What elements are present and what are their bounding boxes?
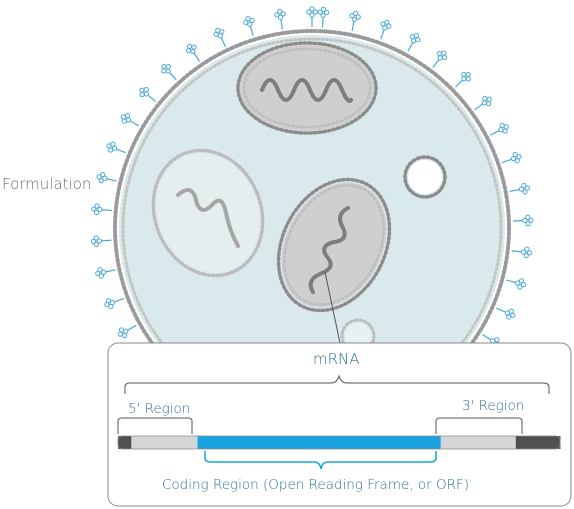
surface-protein [512, 214, 534, 227]
surface-protein [120, 113, 140, 127]
surface-protein [185, 43, 201, 62]
vesicle-left [151, 148, 265, 278]
surface-protein [407, 32, 421, 52]
small-vesicle [403, 155, 447, 199]
surface-protein [496, 307, 516, 320]
strand-outline [117, 435, 561, 450]
strand-segment-tail [515, 436, 561, 449]
region5-bracket [117, 417, 193, 434]
region-3-label: 3' Region [462, 398, 525, 414]
region3-bracket [435, 417, 523, 434]
surface-protein [482, 334, 501, 343]
surface-protein [90, 235, 112, 247]
surface-protein [474, 95, 492, 111]
surface-protein [139, 86, 157, 102]
surface-protein [317, 6, 330, 28]
vesicle-top [236, 41, 378, 135]
surface-protein [511, 246, 533, 259]
surface-proteins [90, 6, 534, 343]
coding-region-label: Coding Region (Open Reading Frame, or OR… [162, 477, 470, 493]
surface-protein [213, 27, 227, 47]
surface-protein [380, 19, 392, 40]
mrna-bracket [124, 374, 550, 394]
mrna-strand-bar [117, 435, 561, 450]
surface-protein [96, 171, 117, 184]
surface-protein [509, 182, 530, 195]
partial-vesicle [340, 318, 376, 343]
formulation-label: Formulation [2, 175, 92, 193]
coding-bracket [204, 451, 437, 470]
surface-protein [161, 63, 177, 81]
surface-protein [490, 122, 509, 136]
strand-segment-utr-5 [131, 436, 199, 449]
callout-line [324, 271, 341, 344]
mrna-strand-top [260, 78, 353, 103]
surface-protein [106, 141, 126, 154]
surface-protein [117, 324, 137, 339]
surface-protein [104, 297, 124, 310]
lipid-nanoparticle [90, 6, 534, 343]
mrna-title: mRNA [313, 350, 360, 368]
strand-segment-utr-3 [440, 436, 517, 449]
mrna-detail-box [107, 342, 572, 507]
surface-protein [349, 10, 361, 32]
surface-protein [95, 267, 116, 279]
vesicle-center [276, 177, 392, 313]
surface-protein [501, 152, 522, 164]
region-5-label: 5' Region [128, 401, 191, 417]
surface-protein [91, 203, 112, 215]
outer-membrane-inner [121, 37, 503, 343]
strand-segment-coding [197, 436, 442, 449]
surface-protein [505, 278, 527, 290]
surface-protein [432, 50, 448, 68]
outer-membrane-dots [113, 29, 511, 343]
mrna-strand-left [176, 188, 240, 248]
surface-protein [243, 15, 255, 36]
surface-protein [454, 71, 471, 88]
strand-segment-cap [118, 436, 132, 449]
surface-protein [274, 8, 286, 30]
mrna-strand-center [308, 206, 350, 294]
surface-protein [306, 6, 318, 27]
